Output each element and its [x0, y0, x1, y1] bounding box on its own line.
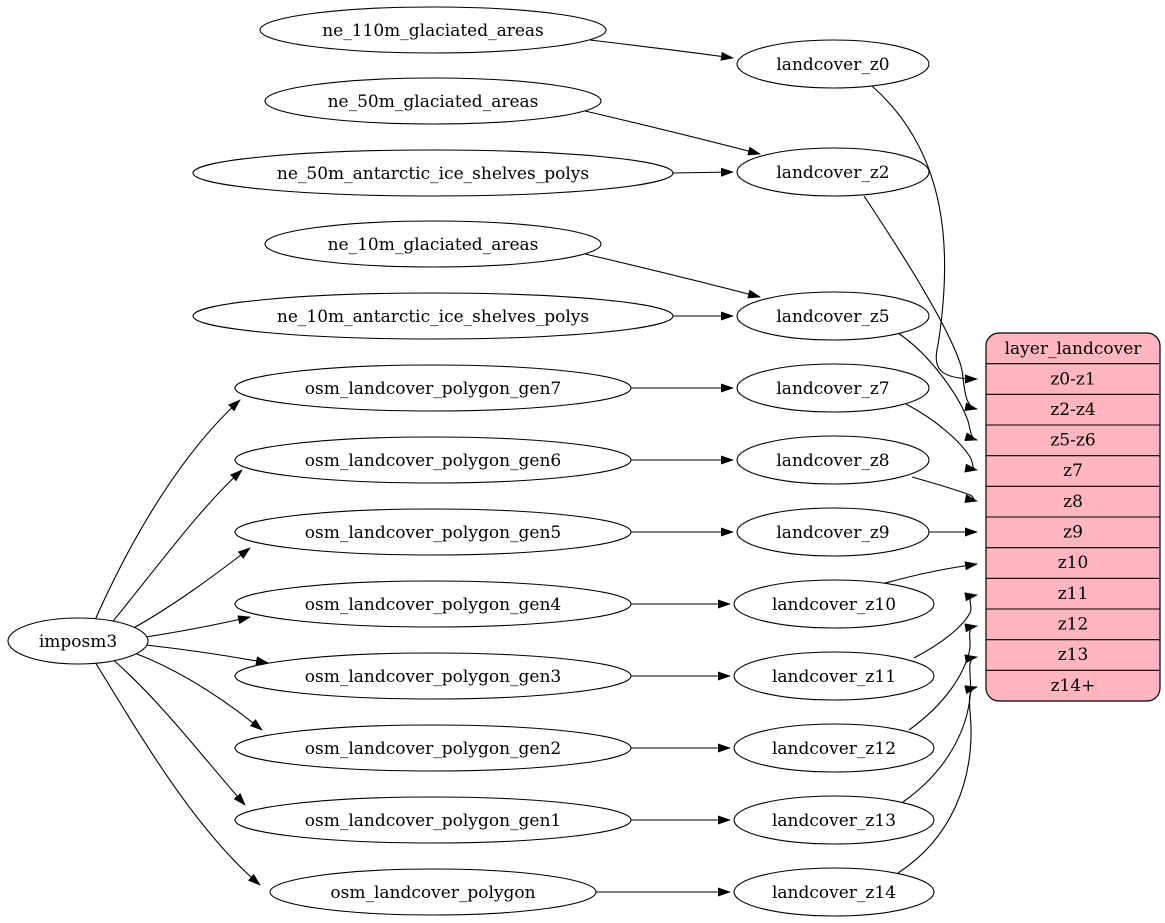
- node-label: ne_10m_antarctic_ice_shelves_polys: [277, 307, 589, 327]
- node-osm_landcover_polygon_gen3: osm_landcover_polygon_gen3: [234, 652, 632, 700]
- node-landcover_z11: landcover_z11: [733, 651, 935, 701]
- node-imposm3: imposm3: [7, 617, 149, 665]
- node-landcover_z12: landcover_z12: [733, 723, 935, 773]
- node-label: osm_landcover_polygon_gen1: [305, 811, 561, 831]
- node-ne_10m_glaciated_areas: ne_10m_glaciated_areas: [264, 220, 602, 268]
- node-landcover_z2: landcover_z2: [736, 147, 930, 197]
- node-label: landcover_z10: [772, 595, 896, 615]
- record-row-z8: z8: [1063, 492, 1083, 512]
- node-osm_landcover_polygon_gen1: osm_landcover_polygon_gen1: [234, 796, 632, 844]
- edge-imposm3-to-osm_landcover_polygon_gen7: [94, 399, 241, 621]
- node-label: ne_50m_antarctic_ice_shelves_polys: [277, 164, 589, 184]
- node-osm_landcover_polygon: osm_landcover_polygon: [269, 868, 597, 916]
- node-ne_50m_glaciated_areas: ne_50m_glaciated_areas: [264, 77, 602, 125]
- record-row-z13: z13: [1058, 645, 1089, 665]
- node-label: imposm3: [39, 632, 117, 652]
- node-label: landcover_z11: [772, 667, 896, 687]
- node-landcover_z5: landcover_z5: [736, 291, 930, 341]
- node-label: osm_landcover_polygon_gen4: [305, 595, 561, 615]
- edge-ne_110m_glaciated_areas-to-landcover_z0: [589, 39, 734, 61]
- node-osm_landcover_polygon_gen5: osm_landcover_polygon_gen5: [234, 508, 632, 556]
- edge-imposm3-to-osm_landcover_polygon_gen4: [145, 615, 251, 638]
- edge-landcover_z2-to-row-z2-z4: [863, 195, 978, 412]
- edge-landcover_z7-to-row-z7: [905, 403, 978, 473]
- node-label: landcover_z2: [776, 163, 889, 183]
- node-landcover_z9: landcover_z9: [736, 507, 930, 557]
- node-label: osm_landcover_polygon: [330, 883, 535, 903]
- node-label: landcover_z9: [776, 523, 889, 543]
- node-ne_110m_glaciated_areas: ne_110m_glaciated_areas: [259, 6, 607, 54]
- node-ne_50m_antarctic_ice_shelves_polys: ne_50m_antarctic_ice_shelves_polys: [192, 149, 674, 197]
- edge-imposm3-to-osm_landcover_polygon_gen6: [109, 469, 243, 626]
- edge-imposm3-to-osm_landcover_polygon_gen2: [131, 651, 263, 731]
- edge-ne_50m_glaciated_areas-to-landcover_z2: [584, 110, 761, 156]
- record-row-z2-z4: z2-z4: [1050, 400, 1095, 420]
- edge-landcover_z14-to-row-z14plus: [897, 685, 978, 874]
- edge-landcover_z0-to-row-z0-z1: [871, 85, 978, 384]
- node-label: landcover_z0: [776, 55, 889, 75]
- node-osm_landcover_polygon_gen7: osm_landcover_polygon_gen7: [234, 364, 632, 412]
- record-row-z14plus: z14+: [1051, 676, 1096, 696]
- record-row-z12: z12: [1058, 615, 1089, 635]
- edge-landcover_z10-to-row-z10: [877, 561, 978, 586]
- record-row-z5-z6: z5-z6: [1050, 431, 1095, 451]
- node-label: osm_landcover_polygon_gen7: [305, 379, 561, 399]
- edge-landcover_z13-to-row-z13: [902, 654, 978, 803]
- node-label: osm_landcover_polygon_gen3: [305, 667, 561, 687]
- node-landcover_z14: landcover_z14: [733, 867, 935, 917]
- edge-imposm3-to-osm_landcover_polygon_gen1: [109, 656, 246, 806]
- edge-landcover_z8-to-row-z8: [911, 476, 978, 504]
- edge-imposm3-to-osm_landcover_polygon_gen3: [145, 644, 269, 666]
- node-osm_landcover_polygon_gen2: osm_landcover_polygon_gen2: [234, 724, 632, 772]
- record-row-z0-z1: z0-z1: [1050, 370, 1095, 390]
- node-label: osm_landcover_polygon_gen5: [305, 523, 561, 543]
- node-label: landcover_z14: [772, 883, 896, 903]
- edge-imposm3-to-osm_landcover_polygon: [94, 661, 261, 886]
- node-label: ne_50m_glaciated_areas: [328, 92, 539, 112]
- edge-ne_50m_antarctic_ice_shelves_polys-to-landcover_z2: [672, 167, 734, 177]
- node-ne_10m_antarctic_ice_shelves_polys: ne_10m_antarctic_ice_shelves_polys: [192, 292, 674, 340]
- node-landcover_z13: landcover_z13: [733, 795, 935, 845]
- edge-landcover_z5-to-row-z5-z6: [897, 332, 978, 442]
- node-osm_landcover_polygon_gen4: osm_landcover_polygon_gen4: [234, 580, 632, 628]
- node-landcover_z8: landcover_z8: [736, 435, 930, 485]
- record-row-z9: z9: [1063, 523, 1083, 543]
- edge-imposm3-to-osm_landcover_polygon_gen5: [129, 547, 251, 631]
- node-osm_landcover_polygon_gen6: osm_landcover_polygon_gen6: [234, 436, 632, 484]
- node-label: osm_landcover_polygon_gen2: [305, 739, 561, 759]
- edge-group: [94, 39, 978, 897]
- node-label: osm_landcover_polygon_gen6: [305, 451, 561, 471]
- node-label: landcover_z7: [776, 379, 889, 399]
- node-label: landcover_z13: [772, 811, 896, 831]
- edge-landcover_z11-to-row-z11: [913, 592, 978, 659]
- record-row-z11: z11: [1058, 584, 1089, 604]
- node-landcover_z7: landcover_z7: [736, 363, 930, 413]
- node-label: landcover_z8: [776, 451, 889, 471]
- record-row-z10: z10: [1058, 553, 1089, 573]
- record-row-z7: z7: [1063, 461, 1083, 481]
- node-landcover_z10: landcover_z10: [733, 579, 935, 629]
- edge-ne_10m_glaciated_areas-to-landcover_z5: [584, 253, 761, 299]
- node-label: ne_110m_glaciated_areas: [322, 21, 544, 41]
- node-layer_landcover: layer_landcover z0-z1 z2-z4 z5-z6 z7 z8 …: [985, 332, 1161, 702]
- node-label: landcover_z5: [776, 307, 889, 327]
- node-label: ne_10m_glaciated_areas: [328, 235, 539, 255]
- record-title: layer_landcover: [1005, 339, 1143, 359]
- node-landcover_z0: landcover_z0: [736, 39, 930, 89]
- node-label: landcover_z12: [772, 739, 896, 759]
